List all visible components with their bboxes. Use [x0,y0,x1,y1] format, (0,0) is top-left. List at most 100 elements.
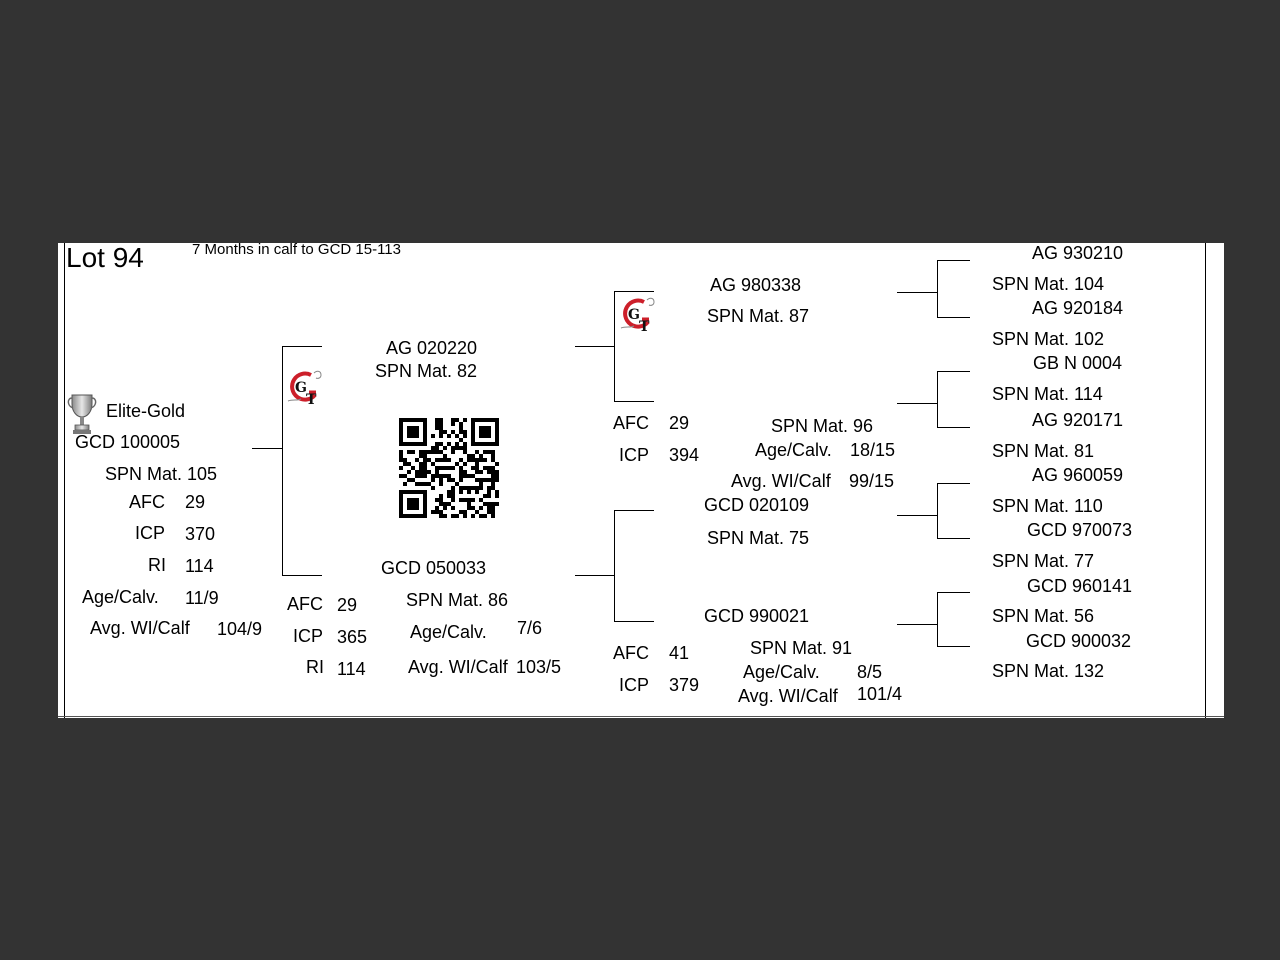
connector-line [614,291,654,292]
ancestor-id: GCD 900032 [1026,631,1132,651]
dam-afc: 29 [337,595,358,615]
dam-dam-avgwi-label: Avg. WI/Calf [738,686,838,706]
subject-icp-label: ICP [135,523,166,543]
subject-agecalv-label: Age/Calv. [82,587,159,607]
subject-ri-label: RI [148,555,166,575]
dam-agecalv: 7/6 [517,618,543,638]
dam-ri: 114 [337,659,366,679]
subject-id: GCD 100005 [75,432,181,452]
sire-dam-icp-label: ICP [619,445,650,465]
dam-dam-agecalv-label: Age/Calv. [743,662,820,682]
connector-line [897,624,938,625]
subject-icp: 370 [185,524,216,544]
ancestor-id: AG 920184 [1032,298,1124,318]
dam-dam-id: GCD 990021 [704,606,810,626]
card-border-left [64,243,65,718]
connector-line [937,592,970,593]
ancestor-spn: SPN Mat. 110 [992,496,1103,516]
connector-line [937,371,938,428]
sire-dam-afc: 29 [669,413,690,433]
connector-line [614,291,615,402]
connector-line [937,592,938,647]
subject-agecalv: 11/9 [185,588,219,608]
connector-line [937,483,938,539]
ancestor-spn: SPN Mat. 132 [992,661,1105,681]
connector-line [614,510,615,622]
card-border-bottom [58,716,1224,717]
sire-dam-avgwi: 99/15 [849,471,895,491]
dam-sire-spn: SPN Mat. 75 [707,528,810,548]
dam-icp: 365 [337,627,368,647]
dam-dam-spn: SPN Mat. 91 [750,638,853,658]
connector-line [937,483,970,484]
dam-sire-id: GCD 020109 [704,495,810,515]
connector-line [614,510,654,511]
sire-sire-spn: SPN Mat. 87 [707,306,810,326]
dam-spn: SPN Mat. 86 [406,590,509,610]
trophy-icon [67,394,97,434]
card-border-right [1205,243,1206,718]
sire-spn: SPN Mat. 82 [375,361,478,381]
connector-line [937,371,970,372]
sire-sire-id: AG 980338 [710,275,802,295]
connector-line [937,260,938,318]
ancestor-spn: SPN Mat. 81 [992,441,1095,461]
gt-logo: G T [620,297,655,335]
dam-dam-icp: 379 [669,675,700,695]
subject-avgwi-label: Avg. WI/Calf [90,618,190,638]
ancestor-id: AG 930210 [1032,243,1124,263]
connector-line [897,515,938,516]
connector-line [897,403,938,404]
dam-dam-agecalv: 8/5 [857,662,883,682]
ancestor-id: GCD 970073 [1027,520,1133,540]
connector-line [937,260,970,261]
ancestor-spn: SPN Mat. 56 [992,606,1095,626]
sire-dam-icp: 394 [669,445,700,465]
subject-afc: 29 [185,492,206,512]
connector-line [575,346,615,347]
svg-text:T: T [639,319,650,335]
ancestor-id: GCD 960141 [1027,576,1133,596]
connector-line [575,575,615,576]
subject-afc-label: AFC [129,492,165,512]
svg-text:T: T [306,392,317,408]
qr-code[interactable] [399,418,499,518]
pedigree-card [58,243,1224,718]
connector-line [614,401,654,402]
subject-badge: Elite-Gold [106,401,186,421]
lot-number: Lot 94 [66,242,144,273]
gt-logo: G T [287,370,322,408]
dam-avgwi: 103/5 [516,657,562,677]
connector-line [282,575,322,576]
sire-dam-agecalv-label: Age/Calv. [755,440,832,460]
ancestor-id: AG 920171 [1032,410,1124,430]
ancestor-id: AG 960059 [1032,465,1124,485]
svg-text:G: G [628,307,640,323]
dam-dam-afc-label: AFC [613,643,649,663]
connector-line [937,538,970,539]
subject-ri: 114 [185,556,214,576]
sire-id: AG 020220 [386,338,478,358]
svg-text:G: G [295,380,307,396]
sire-dam-spn: SPN Mat. 96 [771,416,874,436]
ancestor-id: GB N 0004 [1033,353,1123,373]
sire-dam-agecalv: 18/15 [850,440,896,460]
dam-ri-label: RI [306,657,324,677]
connector-line [614,621,654,622]
ancestor-spn: SPN Mat. 102 [992,329,1105,349]
connector-line [937,646,970,647]
ancestor-spn: SPN Mat. 104 [992,274,1105,294]
sire-dam-afc-label: AFC [613,413,649,433]
dam-agecalv-label: Age/Calv. [410,622,487,642]
connector-line [282,346,283,576]
subject-avgwi: 104/9 [217,619,263,639]
pregnancy-note: 7 Months in calf to GCD 15-113 [192,241,401,258]
connector-line [937,317,970,318]
dam-dam-afc: 41 [669,643,690,663]
ancestor-spn: SPN Mat. 114 [992,384,1103,404]
dam-afc-label: AFC [287,594,323,614]
connector-line [282,346,322,347]
connector-line [252,448,283,449]
dam-icp-label: ICP [293,626,324,646]
connector-line [897,292,938,293]
